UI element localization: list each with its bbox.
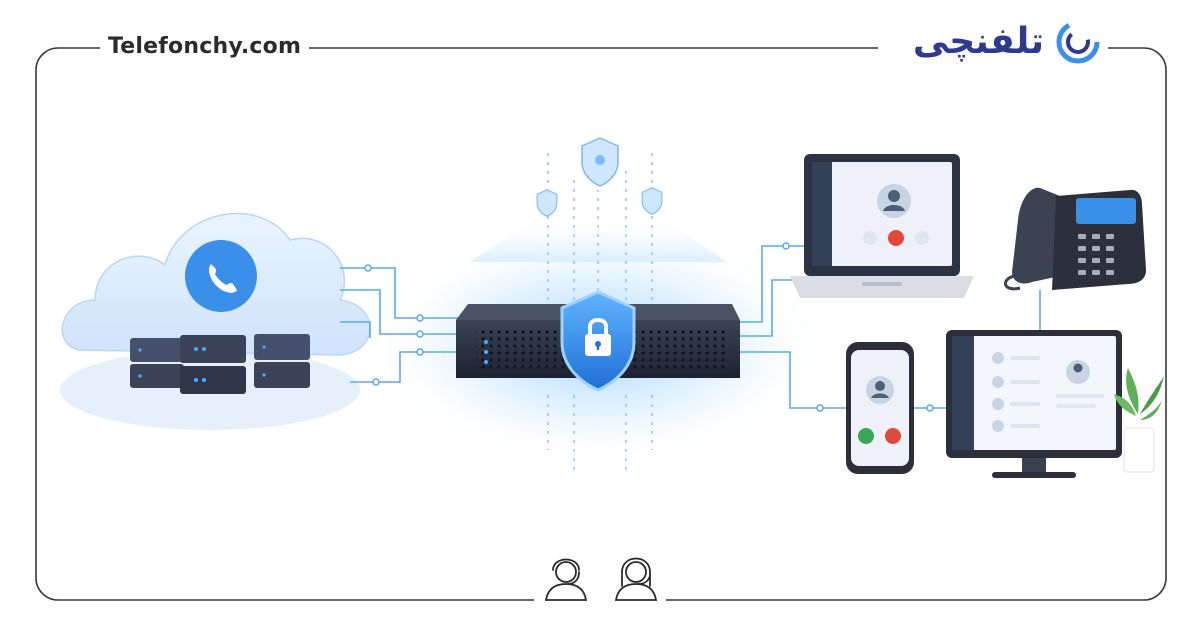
connection-nodes-right xyxy=(782,242,934,412)
headset-agent-icon xyxy=(614,557,658,601)
hangup-button-icon xyxy=(888,230,904,246)
laptop-softphone xyxy=(790,154,974,298)
lock-shield-icon xyxy=(560,290,636,392)
decline-call-icon xyxy=(885,428,901,444)
headset-agent-icon xyxy=(544,558,588,601)
brand-name: تلفنچی xyxy=(912,21,1044,62)
server-stack xyxy=(130,334,310,394)
accept-call-icon xyxy=(858,428,874,444)
security-beam xyxy=(470,215,726,262)
desktop-monitor xyxy=(946,330,1122,478)
more-button-icon xyxy=(915,231,929,245)
floating-shield-icon xyxy=(641,187,663,215)
cloud-pbx xyxy=(60,212,371,430)
phone-icon-circle xyxy=(185,240,257,312)
phone-icon xyxy=(209,264,237,293)
connection-nodes xyxy=(364,264,424,386)
floating-shield-icon xyxy=(536,189,558,217)
desk-ip-phone xyxy=(1004,187,1146,291)
floating-shield-icon xyxy=(581,137,619,187)
brand-logo[interactable]: تلفنچی xyxy=(878,14,1108,70)
site-url[interactable]: Telefonchy.com xyxy=(100,30,310,64)
swirl-logo-icon xyxy=(1056,20,1100,64)
mute-button-icon xyxy=(863,231,877,245)
potted-plant xyxy=(1114,368,1164,473)
firewall-router xyxy=(456,290,740,392)
smartphone xyxy=(846,342,914,474)
data-streams xyxy=(547,150,653,470)
